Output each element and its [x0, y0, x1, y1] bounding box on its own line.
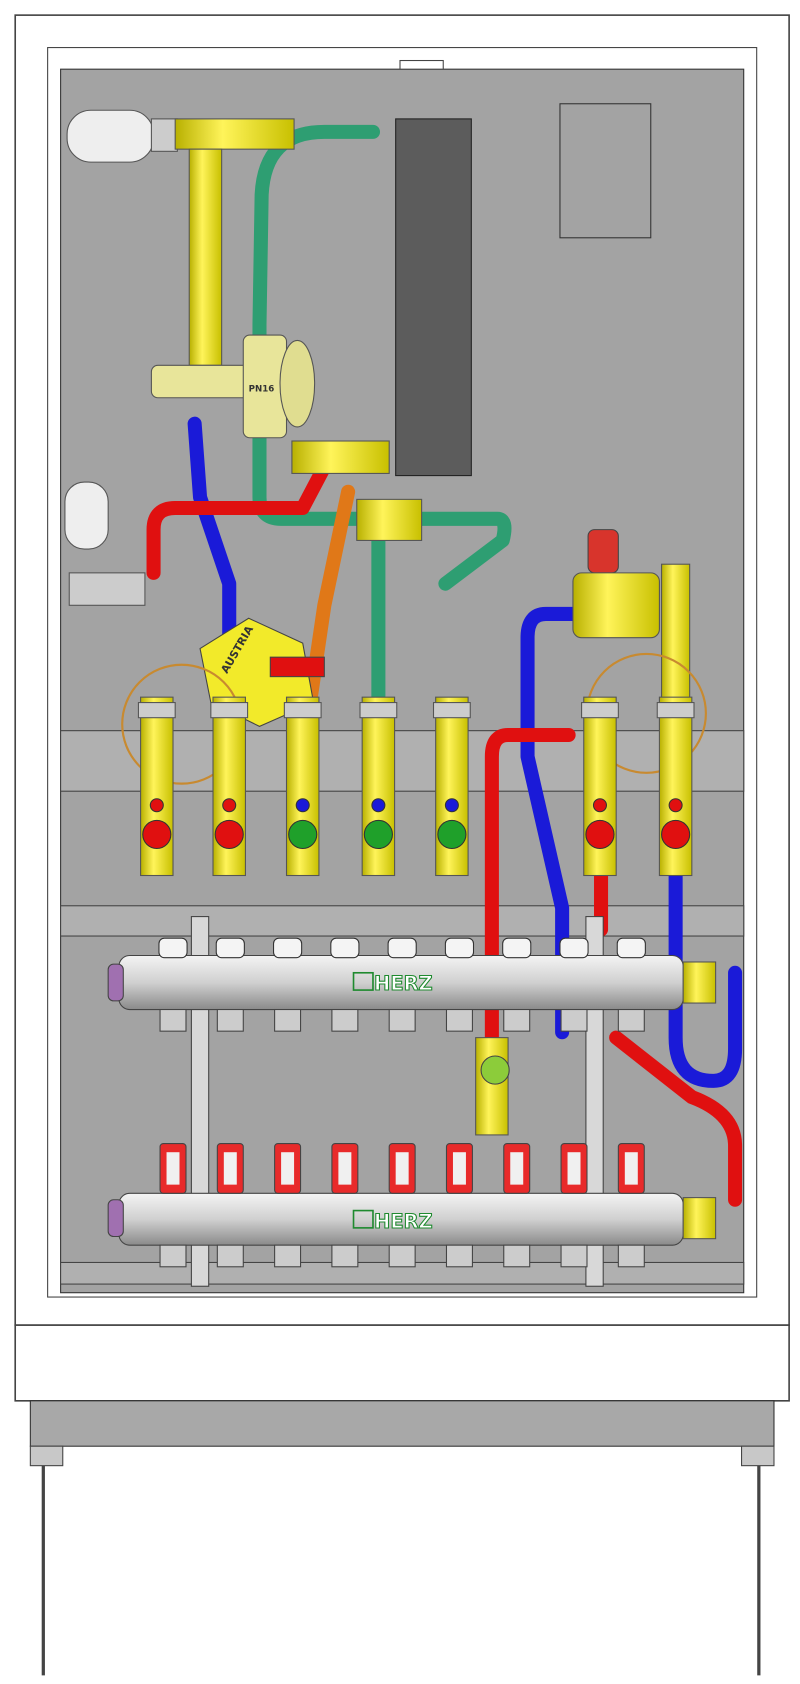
flow-meter-window — [624, 1152, 638, 1185]
outlet-connector — [216, 1008, 244, 1032]
isolation-valve-red — [210, 696, 249, 877]
valve-pn-label: PN16 — [249, 384, 275, 394]
outlet-connector — [388, 1008, 416, 1032]
compression-nut — [359, 702, 398, 719]
valve-handle-icon — [661, 819, 691, 850]
blue-pipe-right — [520, 606, 580, 1040]
compression-nut — [656, 702, 695, 719]
brass-tee-lower — [356, 498, 423, 541]
mixing-valve: PN16 — [150, 334, 316, 439]
flow-meter-window — [281, 1152, 295, 1185]
red-pipe-far-right — [609, 1030, 743, 1207]
herz-logo: HERZ — [352, 1209, 433, 1233]
flow-meter-window — [452, 1152, 466, 1185]
flow-indicator-dot — [668, 798, 683, 813]
valve-handle-icon — [288, 819, 318, 850]
thermostatic-head-left — [64, 481, 146, 606]
flow-meter-window — [166, 1152, 180, 1185]
outlet-connector — [388, 1244, 416, 1268]
thermostatic-head-top — [66, 109, 178, 163]
outlet-connector — [159, 1244, 187, 1268]
balancing-valve-cap — [158, 937, 188, 959]
brass-valve-body — [583, 696, 617, 877]
balancing-valve-cap — [444, 937, 475, 959]
manifold-supply: HERZ — [107, 954, 717, 1011]
isolation-valve-green — [432, 696, 471, 877]
compression-nut — [432, 702, 471, 719]
isolation-valve-red — [137, 696, 176, 877]
outlet-connector — [159, 1008, 187, 1032]
svg-text:HERZ: HERZ — [374, 1210, 433, 1233]
flow-meter-window — [510, 1152, 524, 1185]
balancing-valve-cap — [272, 937, 303, 959]
mounting-rail — [60, 730, 745, 1285]
outlet-connector — [617, 1008, 645, 1032]
balancing-valve-cap — [559, 937, 589, 959]
compression-nut — [210, 702, 249, 719]
flow-indicator-dot — [222, 798, 237, 813]
compression-nut — [283, 702, 322, 719]
control-box — [559, 103, 652, 239]
isolation-valve-red — [581, 696, 619, 877]
flow-meter-window — [395, 1152, 409, 1185]
compression-nut — [581, 702, 619, 719]
flow-meter-window — [223, 1152, 237, 1185]
balancing-valve-cap — [330, 937, 360, 959]
brass-valve-body — [435, 696, 469, 877]
outlet-connector — [617, 1244, 645, 1268]
outlet-connector — [445, 1008, 473, 1032]
outlet-connector — [560, 1008, 588, 1032]
brass-tee-mid — [291, 440, 390, 474]
isolation-valve-red — [656, 696, 695, 877]
outlet-connector — [503, 1008, 531, 1032]
brass-tee-top — [174, 118, 295, 150]
outlet-connector — [503, 1244, 531, 1268]
compression-nut — [137, 702, 176, 719]
outlet-connector — [274, 1008, 302, 1032]
valve-handle-icon — [585, 819, 615, 850]
brass-riser — [188, 148, 223, 366]
outlet-connector — [445, 1244, 473, 1268]
ball-valve-green — [475, 1037, 510, 1136]
flow-indicator-dot — [371, 798, 386, 813]
flow-indicator-dot — [295, 798, 310, 813]
valve-handle-icon — [437, 819, 467, 850]
isolation-valve-green — [359, 696, 398, 877]
red-pipe-right — [484, 727, 576, 1045]
isolation-valve-green — [283, 696, 322, 877]
outlet-connector — [331, 1008, 359, 1032]
outlet-connector — [274, 1244, 302, 1268]
svg-text:HERZ: HERZ — [374, 972, 433, 995]
outlet-connector — [331, 1244, 359, 1268]
plate-heat-exchanger — [395, 118, 472, 477]
balancing-valve-cap — [616, 937, 646, 959]
flow-indicator-dot — [444, 798, 459, 813]
red-pipe-supply — [146, 459, 332, 580]
outlet-connector — [560, 1244, 588, 1268]
valve-handle-icon — [214, 819, 244, 850]
blue-pipe-return — [187, 416, 237, 645]
balancing-valve-cap — [502, 937, 532, 959]
balancing-valve-cap — [387, 937, 417, 959]
flow-meter-window — [567, 1152, 581, 1185]
flow-meter-window — [338, 1152, 352, 1185]
flow-indicator-dot — [149, 798, 164, 813]
blue-pipe-far-right — [668, 868, 743, 1088]
flow-indicator-dot — [592, 798, 607, 813]
outlet-connector — [216, 1244, 244, 1268]
valve-handle-icon — [363, 819, 393, 850]
valve-handle-icon — [142, 819, 172, 850]
manifold-return: HERZ — [107, 1192, 717, 1246]
balancing-valve-cap — [215, 937, 245, 959]
herz-logo: HERZ — [352, 972, 433, 996]
